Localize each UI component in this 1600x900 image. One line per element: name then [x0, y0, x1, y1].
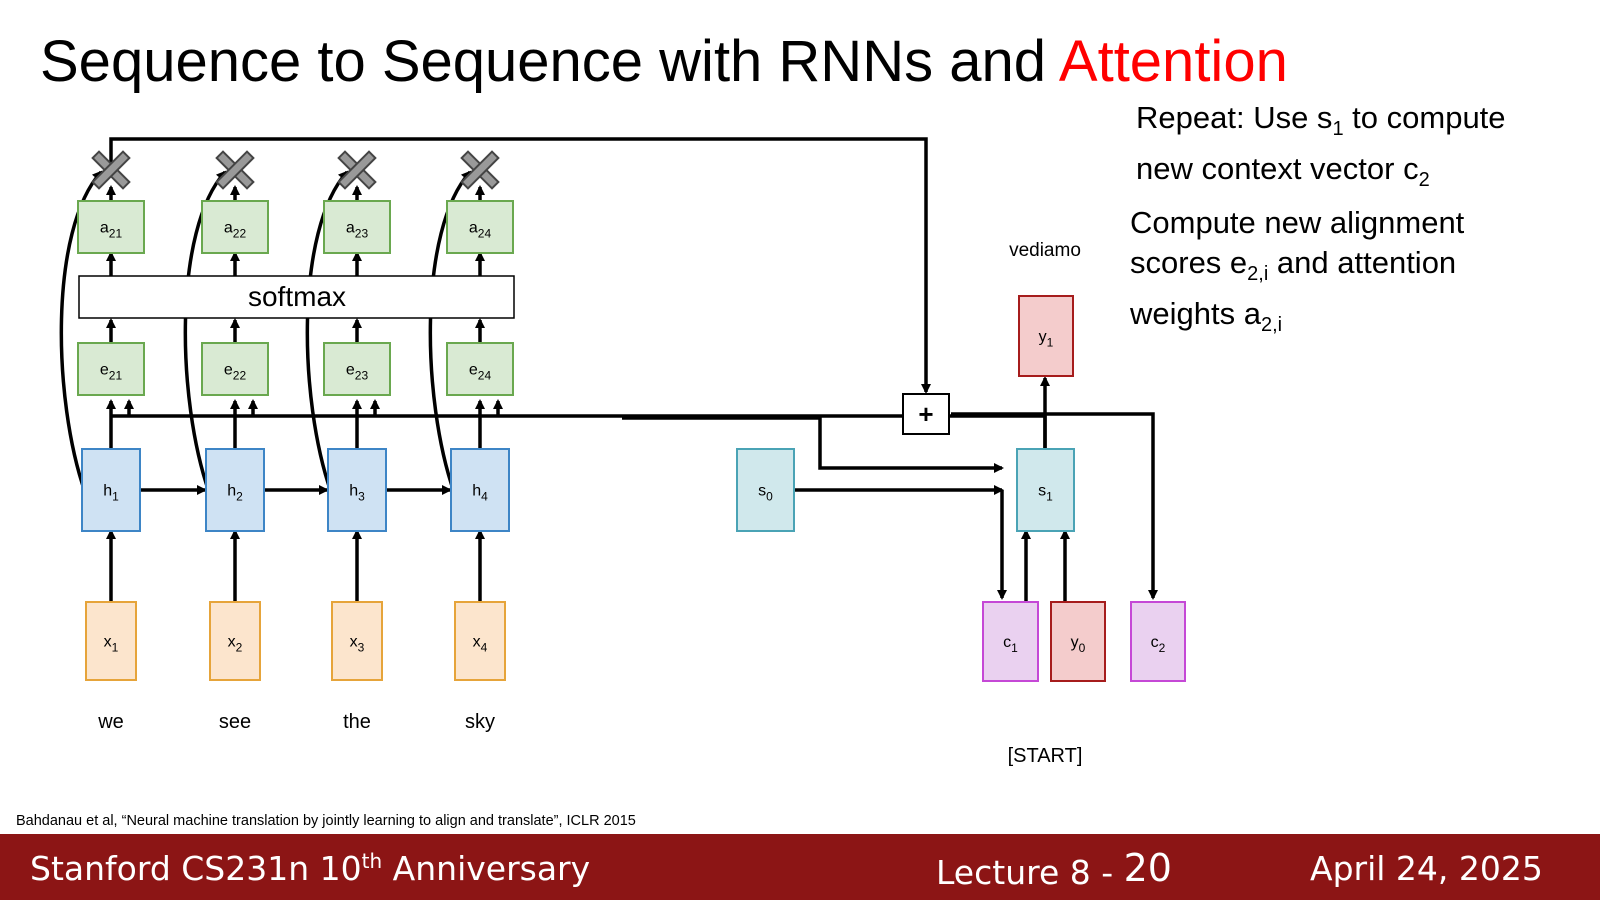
score-box-1-label: e21: [100, 362, 123, 383]
start-token: [START]: [1008, 745, 1083, 767]
multiply-icon: [337, 150, 377, 190]
c2-box: [1130, 601, 1186, 682]
c1-box-label: c1: [1003, 634, 1018, 655]
hidden-state-4-label: h4: [472, 483, 488, 504]
input-word-4: sky: [465, 711, 495, 733]
weight-box-1: [77, 200, 145, 254]
input-box-3-label: x3: [350, 634, 365, 655]
input-box-1-label: x1: [104, 634, 119, 655]
multiply-icon: [460, 150, 500, 190]
hidden-state-1: [81, 448, 141, 532]
weight-box-3: [323, 200, 391, 254]
attention-diagram: x1 we h1 e21 a21 x2 see h2 e22 a22 x3 the h3 e23 a23 x4…: [59, 137, 1186, 767]
weight-box-3-label: a23: [346, 220, 369, 241]
arrow-plus-to-c2: [951, 412, 1158, 600]
c2-box-label: c2: [1151, 634, 1166, 655]
score-box-2: [201, 342, 269, 396]
repeat-note-line-2: new context vector c2: [1136, 151, 1430, 192]
input-box-4-label: x4: [473, 634, 488, 655]
weight-box-2-label: a22: [224, 220, 247, 241]
compute-note: Compute new alignment scores e2,i and at…: [1130, 203, 1464, 345]
hidden-state-2: [205, 448, 265, 532]
course-name: Stanford CS231n 10th Anniversary: [30, 849, 591, 888]
hidden-state-4: [450, 448, 510, 532]
multiply-icon: [215, 150, 255, 190]
slide-title: Sequence to Sequence with RNNs and Atten…: [40, 28, 1288, 95]
s1-box-label: s1: [1038, 483, 1053, 504]
input-word-2: see: [219, 711, 251, 733]
date-label: April 24, 2025: [1310, 849, 1543, 888]
input-word-1: we: [97, 711, 124, 733]
hidden-state-1-label: h1: [103, 483, 119, 504]
page-number: 20: [1123, 846, 1172, 890]
weight-box-4-label: a24: [469, 220, 492, 241]
input-box-2-label: x2: [228, 634, 243, 655]
compute-note-line-3: weights a2,i: [1130, 296, 1283, 337]
c1-box: [982, 601, 1039, 682]
input-box-2: [209, 601, 261, 681]
wire-context-sum: [109, 137, 931, 394]
y1-box: [1018, 295, 1074, 377]
repeat-note-line-1: Repeat: Use s1 to compute: [1136, 100, 1506, 141]
s0-box-label: s0: [758, 483, 773, 504]
plus-symbol: +: [918, 399, 933, 429]
wire-to-s1: [622, 416, 1004, 473]
weight-box-4: [446, 200, 514, 254]
score-box-3-label: e23: [346, 362, 369, 383]
hidden-state-3: [327, 448, 387, 532]
title-text: Sequence to Sequence with RNNs and: [40, 29, 1059, 94]
score-box-4: [446, 342, 514, 396]
plus-node: [902, 393, 950, 435]
lecture-label: Lecture 8 - 20: [936, 846, 1172, 892]
input-box-1: [85, 601, 137, 681]
softmax-box: [78, 275, 515, 319]
compute-note-line-2: scores e2,i and attention: [1130, 245, 1457, 286]
input-box-3: [331, 601, 383, 681]
s1-box: [1016, 448, 1075, 532]
title-highlight: Attention: [1058, 29, 1288, 94]
hidden-state-3-label: h3: [349, 483, 365, 504]
y0-box-label: y0: [1071, 634, 1086, 655]
input-word-3: the: [343, 711, 371, 733]
s0-box: [736, 448, 795, 532]
multiply-icon: [91, 150, 131, 190]
y1-box-label: y1: [1039, 329, 1054, 350]
score-box-1: [77, 342, 145, 396]
score-box-2-label: e22: [224, 362, 247, 383]
footer-bar: Stanford CS231n 10th Anniversary Lecture…: [0, 834, 1600, 900]
citation: Bahdanau et al, “Neural machine translat…: [16, 813, 636, 829]
hidden-state-2-label: h2: [227, 483, 243, 504]
repeat-note: Repeat: Use s1 to compute new context ve…: [1136, 98, 1506, 200]
y0-box: [1050, 601, 1106, 682]
compute-note-line-1: Compute new alignment: [1130, 205, 1465, 240]
input-box-4: [454, 601, 506, 681]
weight-box-2: [201, 200, 269, 254]
score-box-4-label: e24: [469, 362, 492, 383]
score-box-3: [323, 342, 391, 396]
weight-box-1-label: a21: [100, 220, 123, 241]
softmax-label: softmax: [248, 281, 346, 312]
output-word: vediamo: [1009, 240, 1081, 261]
